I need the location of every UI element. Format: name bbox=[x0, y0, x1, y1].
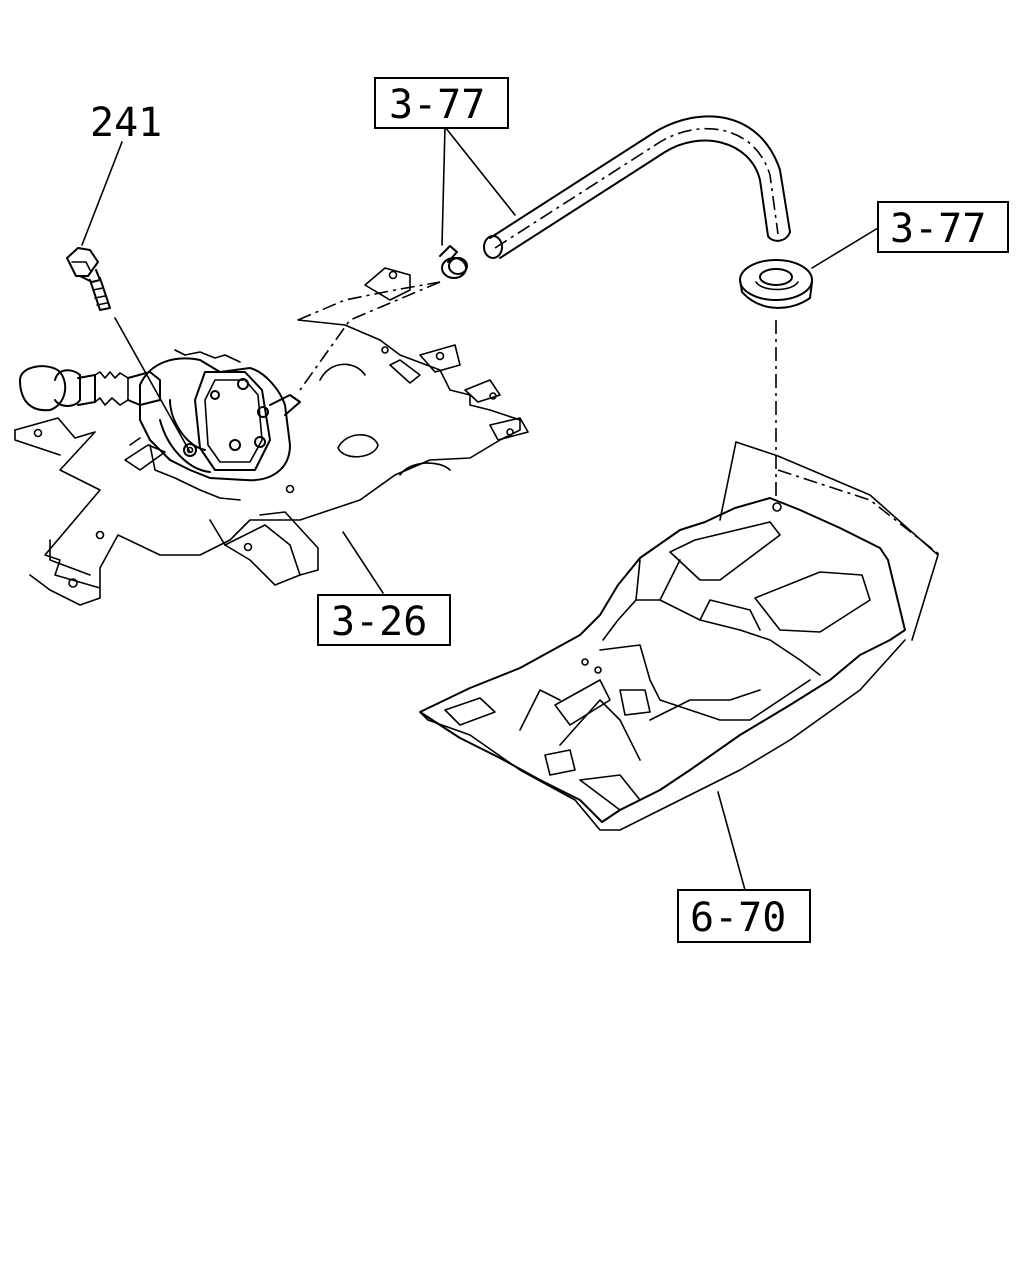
callout-floor-panel: 6-70 bbox=[677, 889, 811, 943]
bracket-plate bbox=[14, 267, 529, 606]
motor-assembly bbox=[19, 349, 301, 501]
callout-grommet: 3-77 bbox=[877, 201, 1009, 253]
callout-bracket: 3-26 bbox=[317, 594, 451, 646]
bolt bbox=[66, 247, 111, 311]
callout-grommet-text: 3-77 bbox=[890, 206, 986, 252]
callout-bracket-text: 3-26 bbox=[331, 599, 427, 645]
callout-floor-panel-text: 6-70 bbox=[690, 895, 786, 941]
callout-hose-text: 3-77 bbox=[389, 82, 485, 128]
callout-hose: 3-77 bbox=[374, 77, 509, 129]
floor-panel bbox=[419, 441, 941, 831]
callout-bolt: 241 bbox=[90, 100, 162, 146]
callout-bolt-text: 241 bbox=[90, 100, 162, 146]
hose-clamp bbox=[439, 245, 468, 279]
leader-lines bbox=[81, 126, 879, 891]
grommet bbox=[739, 259, 813, 309]
hose bbox=[483, 115, 791, 259]
